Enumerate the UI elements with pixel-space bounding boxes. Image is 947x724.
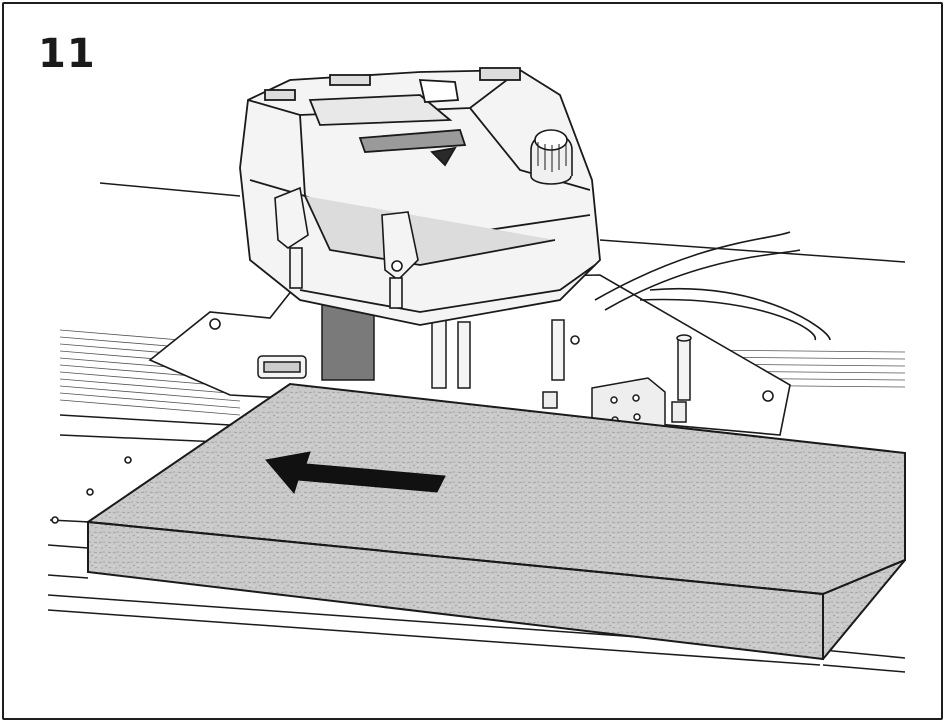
guide-posts (431, 319, 692, 401)
power-cord (594, 231, 831, 341)
step-number: 11 (38, 31, 96, 77)
router-bit (321, 301, 375, 381)
workpiece-board (85, 382, 906, 661)
latch-clips (274, 186, 419, 309)
arrow-left-icon (265, 451, 446, 495)
left-connector (257, 355, 307, 379)
depth-knob (530, 129, 573, 185)
router-housing (239, 67, 601, 326)
